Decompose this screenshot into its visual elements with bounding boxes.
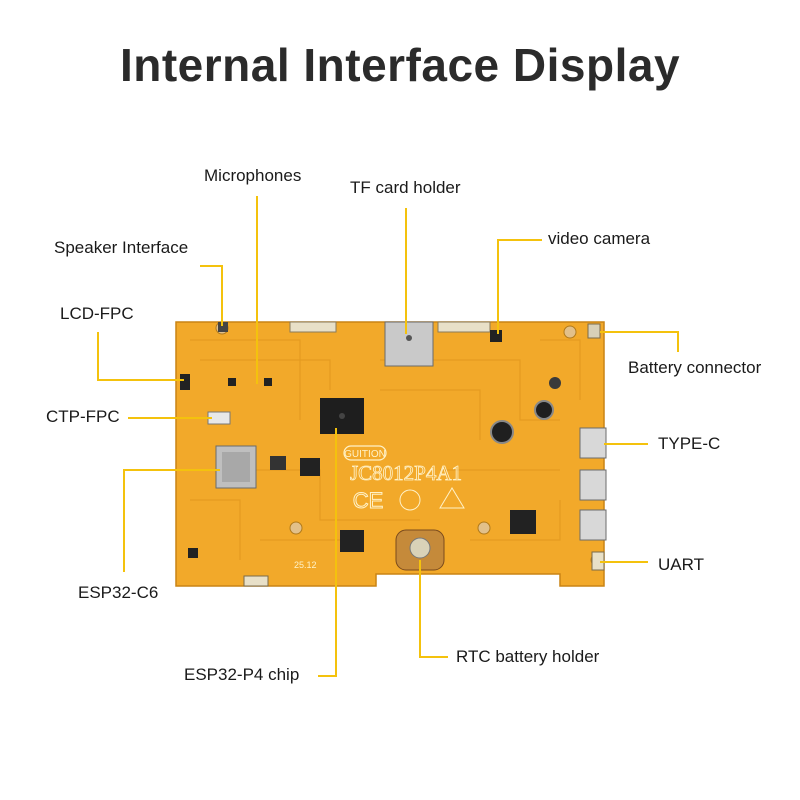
label-speaker-interface: Speaker Interface <box>54 238 189 257</box>
leader-esp32-c6 <box>123 469 220 572</box>
leader-video-camera <box>497 239 542 334</box>
leader-lcd-fpc <box>97 332 184 381</box>
label-battery-connector: Battery connector <box>628 358 762 377</box>
label-type-c: TYPE-C <box>658 434 721 453</box>
leader-speaker <box>200 265 223 326</box>
leader-rtc-battery <box>419 560 448 658</box>
board-ce-mark: CE <box>353 488 384 513</box>
label-tf-card-holder: TF card holder <box>350 178 461 197</box>
label-esp32-p4-chip: ESP32-P4 chip <box>184 665 300 684</box>
board-model-text: JC8012P4A1 <box>350 461 462 485</box>
label-uart: UART <box>658 555 704 574</box>
leader-lines <box>97 196 679 677</box>
label-microphones: Microphones <box>204 166 302 185</box>
label-lcd-fpc: LCD-FPC <box>60 304 134 323</box>
leader-battery-connector <box>600 331 679 352</box>
board-brand-text: GUITION <box>344 449 386 460</box>
label-ctp-fpc: CTP-FPC <box>46 407 120 426</box>
label-rtc-battery-holder: RTC battery holder <box>456 647 600 666</box>
label-video-camera: video camera <box>548 229 651 248</box>
page-title: Internal Interface Display <box>119 39 681 91</box>
board-date-code: 25.12 <box>294 560 317 570</box>
pcb-board: GUITION JC8012P4A1 CE 25.12 <box>175 321 607 587</box>
leader-esp32-p4 <box>318 428 337 677</box>
label-esp32-c6: ESP32-C6 <box>78 583 159 602</box>
